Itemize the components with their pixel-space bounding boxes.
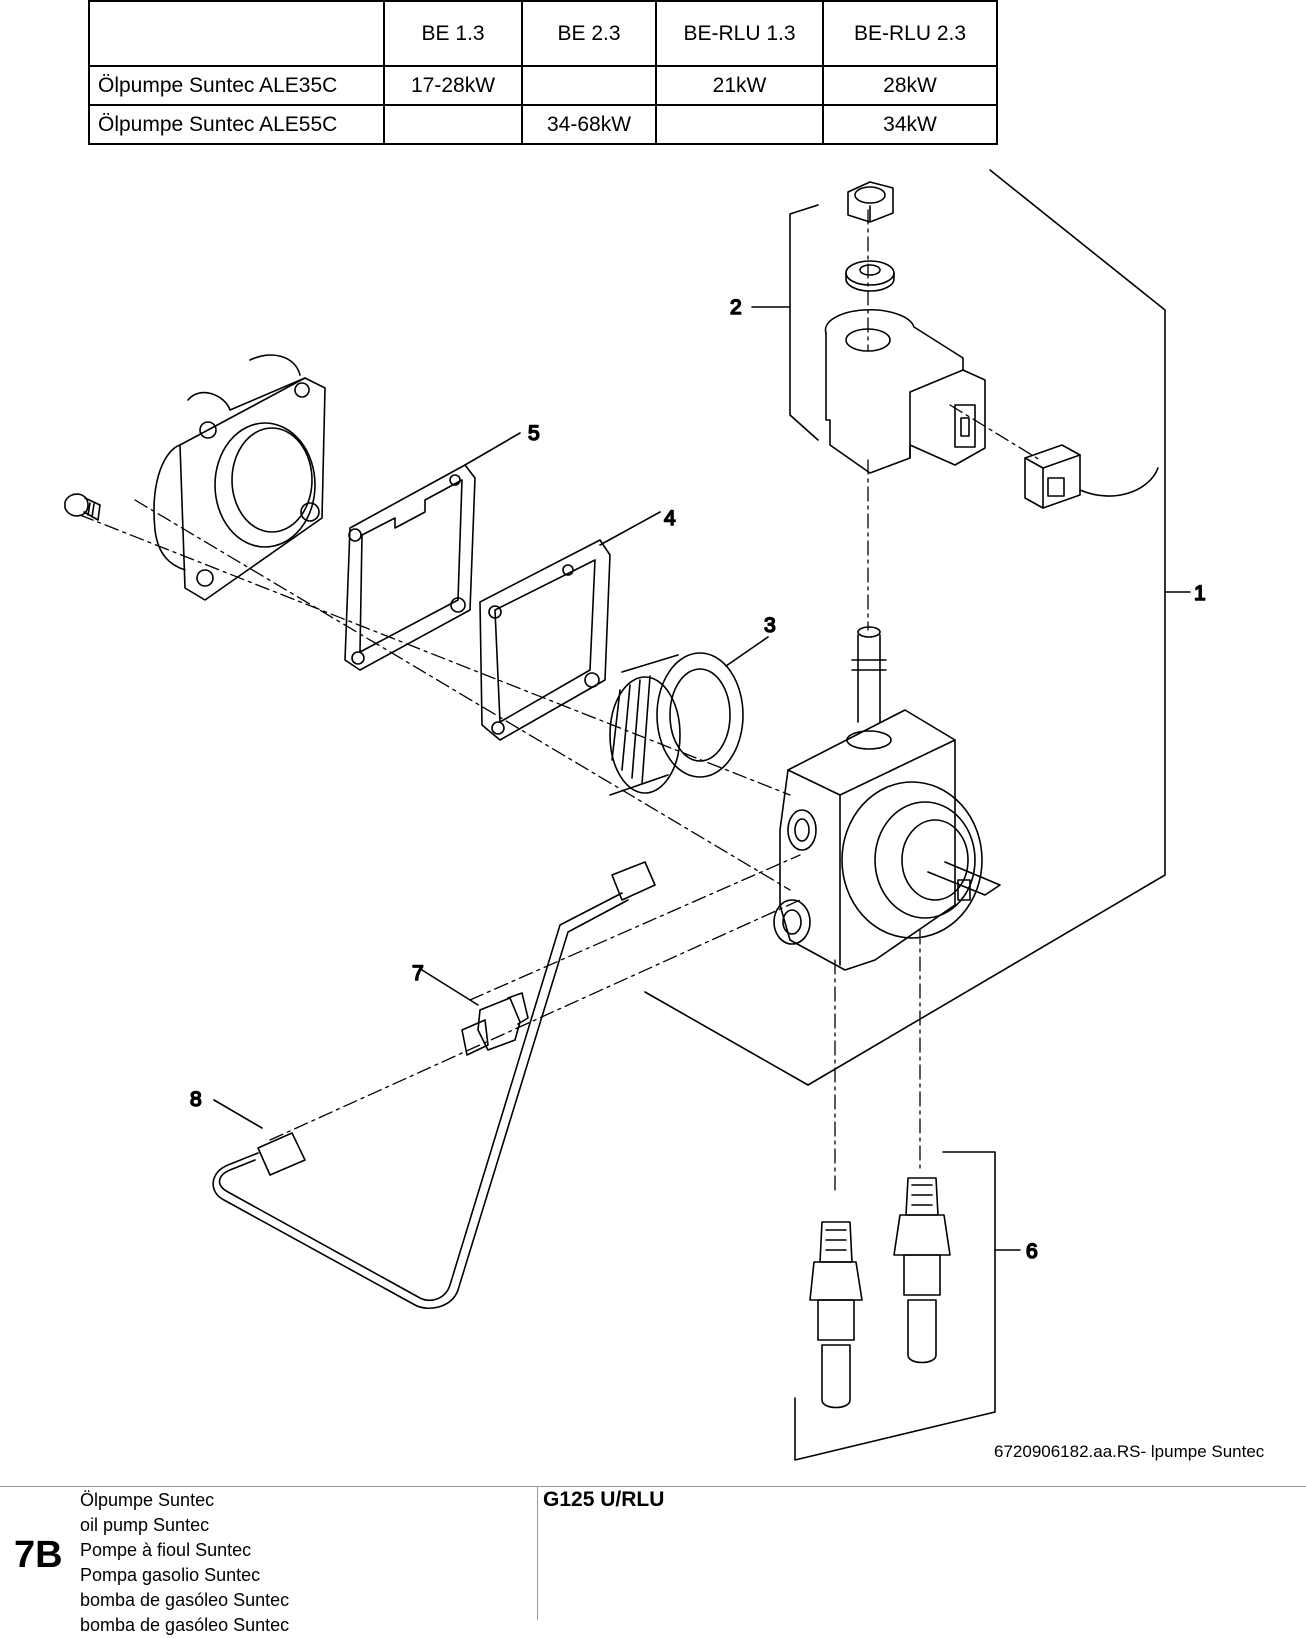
table-row: Ölpumpe Suntec ALE55C 34-68kW 34kW [88, 104, 998, 145]
callout-7: 7 [412, 962, 424, 985]
drawing-reference: 6720906182.aa.RS- lpumpe Suntec [994, 1442, 1265, 1461]
table-cell [383, 104, 523, 145]
gasket-5 [344, 432, 521, 671]
table-cell: 34-68kW [521, 104, 657, 145]
callout-2: 2 [730, 296, 742, 319]
page-code: 7B [14, 1534, 63, 1576]
table-cell: 17-28kW [383, 65, 523, 106]
part-name-en: oil pump Suntec [80, 1515, 210, 1535]
nipple-fitting [421, 969, 529, 1056]
pump-cover [153, 354, 326, 601]
table-row-label: Ölpumpe Suntec ALE55C [88, 104, 385, 145]
part-name-it: Pompa gasolio Suntec [80, 1565, 261, 1585]
table-header-cell: BE-RLU 1.3 [655, 0, 824, 67]
cover-screw [64, 493, 101, 521]
table-header-cell: BE-RLU 2.3 [822, 0, 998, 67]
part-name-translations: Ölpumpe Suntec oil pump Suntec Pompe à f… [80, 1488, 289, 1638]
oil-pipe [212, 861, 656, 1309]
part-2-bracket [751, 204, 819, 441]
callout-4: 4 [664, 507, 676, 530]
spec-table: BE 1.3 BE 2.3 BE-RLU 1.3 BE-RLU 2.3 Ölpu… [88, 0, 998, 145]
callout-3: 3 [764, 614, 776, 637]
table-header-cell [88, 0, 385, 67]
callout-leader-8 [213, 1099, 263, 1129]
footer-divider [0, 1486, 1306, 1487]
footer-column-divider [537, 1486, 538, 1620]
callout-1: 1 [1194, 582, 1206, 605]
pump-body [773, 626, 1001, 971]
table-header-cell: BE 1.3 [383, 0, 523, 67]
exploded-view-drawing: 1 2 3 4 5 6 7 8 [64, 169, 1206, 1461]
part-name-pt: bomba de gasóleo Suntec [80, 1615, 290, 1635]
callout-6: 6 [1026, 1240, 1038, 1263]
fitting-right [893, 1177, 951, 1364]
callout-5: 5 [528, 422, 540, 445]
table-row-label: Ölpumpe Suntec ALE35C [88, 65, 385, 106]
part-name-es: bomba de gasóleo Suntec [80, 1590, 290, 1610]
table-row: Ölpumpe Suntec ALE35C 17-28kW 21kW 28kW [88, 65, 998, 106]
table-cell [521, 65, 657, 106]
coil-plug [1024, 444, 1159, 509]
table-header-cell: BE 2.3 [521, 0, 657, 67]
gasket-4 [479, 511, 661, 741]
part-6-bracket [794, 1151, 1021, 1461]
table-cell: 21kW [655, 65, 824, 106]
table-header-row: BE 1.3 BE 2.3 BE-RLU 1.3 BE-RLU 2.3 [88, 0, 998, 67]
callout-8: 8 [190, 1088, 202, 1111]
solenoid-coil [824, 308, 986, 474]
model-name: G125 U/RLU [543, 1488, 665, 1511]
part-name-fr: Pompe à fioul Suntec [80, 1540, 252, 1560]
table-cell [655, 104, 824, 145]
part-name-de: Ölpumpe Suntec [80, 1490, 215, 1510]
table-cell: 28kW [822, 65, 998, 106]
assembly-bracket-1 [644, 169, 1191, 1086]
coil-washer [845, 260, 895, 292]
filter-cartridge [609, 636, 769, 796]
table-cell: 34kW [822, 104, 998, 145]
fitting-left [809, 1221, 863, 1409]
axis-lines [79, 209, 1041, 1196]
coil-nut [847, 181, 894, 223]
